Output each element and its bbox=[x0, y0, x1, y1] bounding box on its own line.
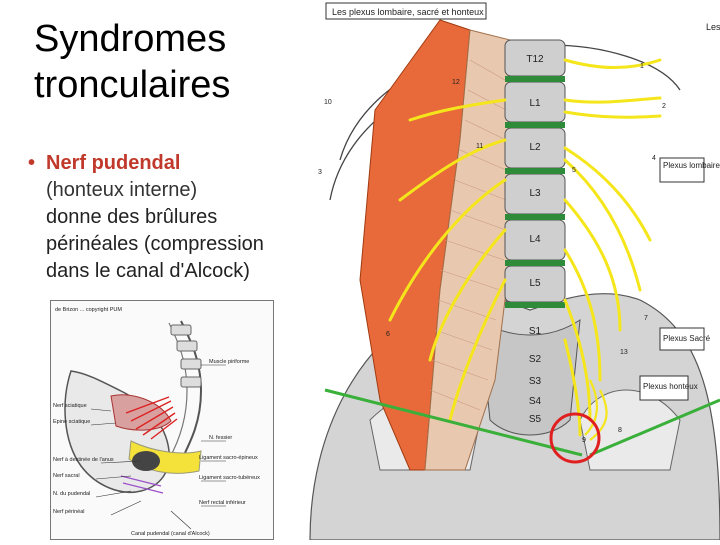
num-4: 4 bbox=[652, 155, 656, 162]
vertebra-L4: L4 bbox=[529, 234, 541, 245]
vertebra-L5: L5 bbox=[529, 278, 541, 289]
label-nerf-anus: Nerf à destinée de l'anus bbox=[53, 457, 114, 463]
label-lig-sacro-tubereux: Ligament sacro-tubéreux bbox=[199, 475, 260, 481]
label-n-fessier: N. fessier bbox=[209, 435, 232, 441]
num-1: 1 bbox=[640, 63, 644, 70]
bullet-item: • Nerf pudendal (honteux interne) donne … bbox=[28, 150, 298, 285]
plexus-lombaire-box: Plexus lombaire bbox=[659, 157, 720, 183]
vertebral-column bbox=[504, 39, 566, 308]
label-nerf-rectal: Nerf rectal inférieur bbox=[199, 500, 246, 506]
num-2: 2 bbox=[662, 103, 666, 110]
bullet-text: Nerf pudendal (honteux interne) donne de… bbox=[28, 150, 298, 285]
pudendal-nerve-figure: de Brizon ... copyright PUM bbox=[50, 300, 274, 540]
highlight-circle bbox=[549, 412, 601, 464]
label-nerf-sacral: Nerf sacral bbox=[53, 473, 80, 479]
label-muscle-piriforme: Muscle piriforme bbox=[209, 359, 249, 365]
vertebra-S1: S1 bbox=[529, 326, 542, 337]
vertebra-T12: T12 bbox=[526, 54, 544, 65]
bullet-line-4: périnéales (compression bbox=[46, 233, 264, 255]
plexus-sacre-box: Plexus Sacré bbox=[659, 327, 711, 351]
slide-title: Syndromes tronculaires bbox=[34, 16, 304, 108]
pudendal-figure-drawing: de Brizon ... copyright PUM bbox=[53, 307, 260, 537]
label-canal-alcock: Canal pudendal (canal d'Alcock) bbox=[131, 531, 210, 537]
figure-credit: de Brizon ... copyright PUM bbox=[55, 307, 122, 313]
title-line-2: tronculaires bbox=[34, 64, 231, 106]
num-9-highlighted: 9 bbox=[582, 437, 586, 444]
label-nerf-sciatique: Nerf sciatique bbox=[53, 403, 87, 409]
vertebra-L1: L1 bbox=[529, 98, 541, 109]
vertebra-S3: S3 bbox=[529, 376, 542, 387]
label-plexus-honteux: Plexus honteux bbox=[643, 382, 698, 391]
num-11: 11 bbox=[476, 143, 483, 150]
plexus-header-box bbox=[325, 2, 487, 20]
vertebra-S4: S4 bbox=[529, 396, 542, 407]
bullet-line-3: donne des brûlures bbox=[46, 206, 218, 228]
plexus-header: Les plexus lombaire, sacré et honteux bbox=[332, 7, 484, 17]
num-12: 12 bbox=[452, 79, 460, 86]
vertebra-L3: L3 bbox=[529, 188, 541, 199]
num-3: 3 bbox=[318, 169, 322, 176]
label-lig-sacro-epineux: Ligament sacro-épineux bbox=[199, 455, 258, 461]
label-epine-sciatique: Epine sciatique bbox=[53, 419, 90, 425]
plexus-figure-drawing: Les plexus lombaire, sacré et honteux Le… bbox=[309, 2, 720, 541]
label-n-pudendal: N. du pudendal bbox=[53, 491, 90, 497]
guide-lines bbox=[324, 388, 720, 457]
num-8: 8 bbox=[618, 427, 622, 434]
bullet-dot-icon: • bbox=[28, 152, 36, 174]
plexus-honteux-box: Plexus honteux bbox=[639, 375, 698, 401]
bullet-line-5: dans le canal d'Alcock) bbox=[46, 260, 250, 282]
num-6: 6 bbox=[386, 331, 390, 338]
nerve-lines bbox=[388, 58, 662, 437]
title-line-1: Syndromes bbox=[34, 18, 227, 60]
bullet-label: Nerf pudendal bbox=[46, 152, 181, 174]
num-5: 5 bbox=[572, 167, 576, 174]
bullet-line-2: (honteux interne) bbox=[46, 179, 198, 201]
num-7: 7 bbox=[644, 315, 648, 322]
plexus-figure: Les plexus lombaire, sacré et honteux Le… bbox=[300, 0, 720, 541]
label-nerf-perineal: Nerf périnéal bbox=[53, 509, 85, 515]
num-13: 13 bbox=[620, 349, 628, 356]
vertebra-S2: S2 bbox=[529, 354, 542, 365]
sacrum bbox=[479, 318, 581, 436]
vertebra-L2: L2 bbox=[529, 142, 541, 153]
label-plexus-sacre: Plexus Sacré bbox=[663, 334, 711, 343]
label-plexus-lombaire: Plexus lombaire bbox=[663, 161, 720, 170]
corner-text: Les ne bbox=[706, 22, 720, 32]
num-10: 10 bbox=[324, 99, 332, 106]
vertebra-S5: S5 bbox=[529, 414, 542, 425]
